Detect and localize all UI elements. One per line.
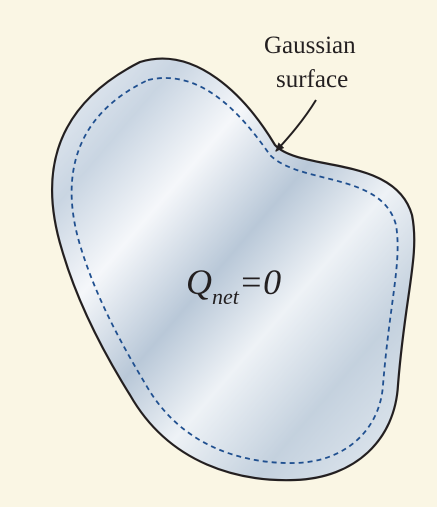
q-net-subscript: net — [212, 284, 240, 309]
gaussian-label-line1: Gaussian — [264, 32, 356, 59]
gaussian-label-line2: surface — [276, 66, 348, 93]
q-net-main: Q — [186, 262, 212, 302]
q-net-equals: =0 — [239, 262, 281, 302]
